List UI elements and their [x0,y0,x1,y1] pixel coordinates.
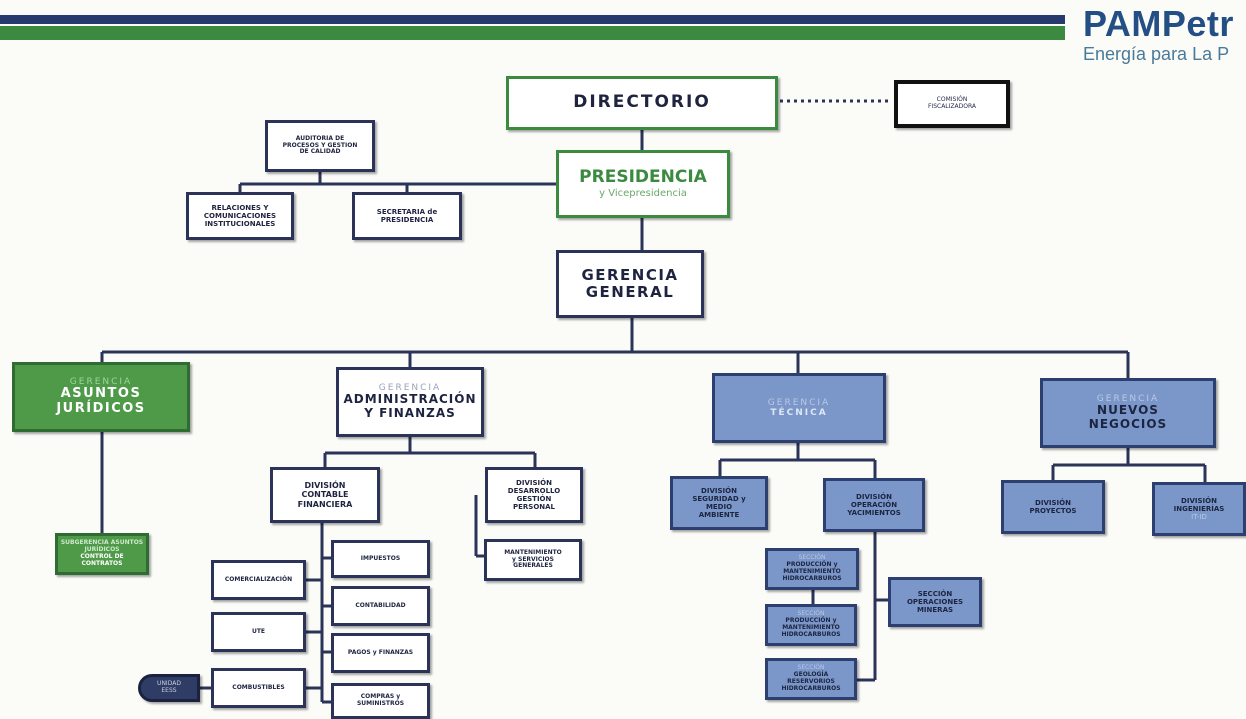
node-combustibles: COMBUSTIBLES [211,668,306,708]
node-pagos-finanzas: PAGOS y FINANZAS [331,633,430,673]
node-gerencia-administracion: GERENCIA ADMINISTRACIÓN Y FINANZAS [336,367,484,437]
node-div-seguridad-ambiente: DIVISIÓN SEGURIDAD y MEDIO AMBIENTE [670,476,768,530]
node-seccion-produccion-1: SECCIÓN PRODUCCIÓN y MANTENIMIENTO HIDRO… [765,548,859,590]
node-gerencia-general: GERENCIA GENERAL [556,250,704,318]
node-gerencia-tecnica: GERENCIA TÉCNICA [712,373,886,443]
node-presidencia: PRESIDENCIA y Vicepresidencia [556,150,730,218]
node-comercializacion: COMERCIALIZACIÓN [211,560,306,600]
node-seccion-operaciones-mineras: SECCIÓN OPERACIONES MINERAS [888,577,982,627]
brand-logo: PAMPetr Energía para La P [1083,4,1246,64]
header-stripe-green [0,26,1065,40]
node-subgerencia-asuntos: SUBGERENCIA ASUNTOS JURÍDICOS CONTROL DE… [55,533,149,575]
node-div-desarrollo-personal: DIVISIÓN DESARROLLO GESTIÓN PERSONAL [485,467,583,523]
node-ute: UTE [211,612,306,652]
node-div-proyectos: DIVISIÓN PROYECTOS [1001,480,1105,534]
node-gerencia-asuntos-juridicos: GERENCIA ASUNTOS JURÍDICOS [12,362,190,432]
node-auditoria: AUDITORIA DE PROCESOS Y GESTION DE CALID… [265,120,375,172]
brand-name: PAMPetr [1083,4,1234,44]
header-stripe-navy [0,15,1065,24]
node-div-operacion-yacimientos: DIVISIÓN OPERACIÓN YACIMIENTOS [823,478,925,532]
node-directorio: DIRECTORIO [506,76,778,130]
node-seccion-produccion-2: SECCIÓN PRODUCCIÓN y MANTENIMIENTO HIDRO… [765,604,857,646]
node-compras-suministros: COMPRAS y SUMINISTROS [331,683,430,719]
node-contabilidad: CONTABILIDAD [331,586,430,626]
node-div-ingenierias: DIVISIÓN INGENIERÍAS IT-ID [1152,482,1246,536]
node-impuestos: IMPUESTOS [331,540,430,578]
node-comision-fiscalizadora: COMISIÓN FISCALIZADORA [894,80,1010,128]
node-unidad-eess: UNIDAD EESS [138,674,200,702]
node-gerencia-nuevos-negocios: GERENCIA NUEVOS NEGOCIOS [1040,378,1216,448]
node-vicepresidencia-label: y Vicepresidencia [599,188,687,200]
brand-tagline: Energía para La P [1083,44,1230,64]
node-presidencia-label: PRESIDENCIA [579,167,707,188]
node-directorio-label: DIRECTORIO [573,92,711,113]
node-secretaria: SECRETARIA de PRESIDENCIA [352,192,462,240]
node-mantenimiento: MANTENIMIENTO y SERVICIOS GENERALES [484,539,582,581]
node-relaciones: RELACIONES Y COMUNICACIONES INSTITUCIONA… [186,192,294,240]
node-div-contable-financiera: DIVISIÓN CONTABLE FINANCIERA [270,467,380,523]
node-seccion-geologia: SECCIÓN GEOLOGÍA RESERVORIOS HIDROCARBUR… [765,658,857,700]
